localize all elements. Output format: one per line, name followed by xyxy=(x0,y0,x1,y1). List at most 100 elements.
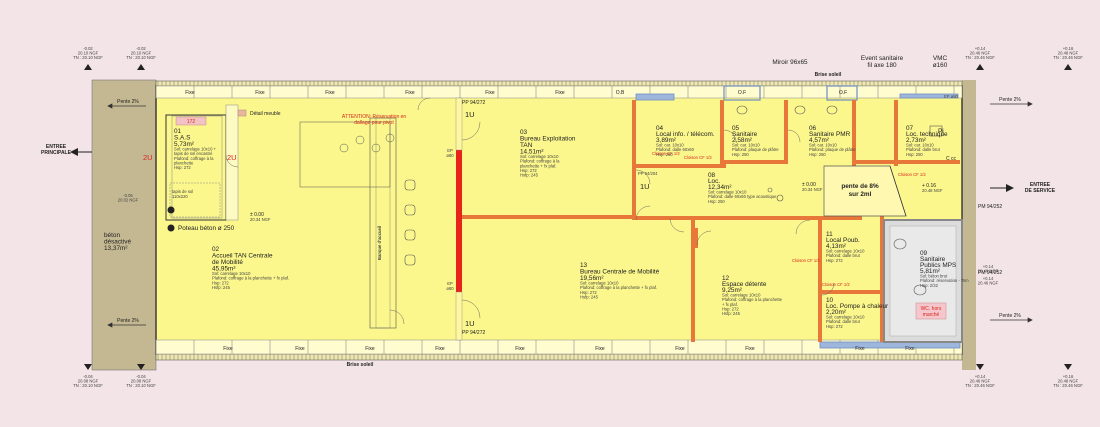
room-text-line: TAN xyxy=(520,142,533,149)
room-text-line: Loc. xyxy=(708,178,720,185)
level-markers xyxy=(84,64,1072,370)
room-text-line: Sol: car. 10x10 xyxy=(732,143,760,148)
room-text-line: Sol: carrelage 10x10 xyxy=(708,190,747,195)
room-text-line: 9,25m² xyxy=(722,287,742,294)
room-text-line: Sol: carrelage 10x10 xyxy=(826,315,865,320)
door-swings xyxy=(225,97,835,325)
room-text-line: Hsp: 272 xyxy=(826,258,843,263)
room-text-line: 11 xyxy=(826,231,833,238)
chair-symbols xyxy=(339,133,395,153)
service-entrance-arrow xyxy=(1006,184,1014,192)
room-text-line: 12 xyxy=(722,275,730,282)
tapis-de-sol xyxy=(169,182,221,218)
room-text-line: Hsp: 250 xyxy=(708,199,725,204)
room-text-line: Sol: carrelage 10x10 xyxy=(212,271,251,276)
wc-hors-marche-tag xyxy=(915,302,947,320)
room-text-line: Local info. / télécom. xyxy=(656,131,715,138)
window-label: Fixe xyxy=(595,346,605,352)
detail-meuble-swatch xyxy=(237,109,247,117)
cf4-label: Cloison CF 1/2 xyxy=(898,172,926,177)
room-text-line: Plafond: dalle brut xyxy=(826,319,861,324)
room-text-line: Sol: carrelage 10x10 xyxy=(580,281,619,286)
room-text-line: Hsp: 250 xyxy=(906,152,923,157)
room-text-line: 14,51m² xyxy=(520,149,543,156)
room-text-line: Sol: carrelage 10x10 xyxy=(826,249,865,254)
room-text-line: planchette + fx plaf. xyxy=(520,163,556,168)
room-text-line: Plafond: coffrage à la planchette + fx p… xyxy=(212,276,289,281)
room-text-line: Hsp: 250 xyxy=(732,152,749,157)
room-text-line: Hsp: 2/32 xyxy=(920,283,939,288)
room-text-line: Hsp: 272 xyxy=(580,290,597,295)
room-text-line: 3,89m² xyxy=(656,137,676,144)
room-text-line: Sol: carrelage 10x10 + xyxy=(174,147,217,152)
room-text-line: Hsfp: 245 xyxy=(520,173,539,178)
room-text-line: Plafond: coffrage à la planchette xyxy=(722,297,783,302)
room-text-line: 08 xyxy=(708,172,716,179)
room-text-line: 07 xyxy=(906,125,914,132)
room-172-label: 172 xyxy=(187,119,196,125)
room-text-line: 4,13m² xyxy=(826,243,846,250)
mirror-label: Miroir 96x65 xyxy=(772,59,808,66)
window-frame-blue-1 xyxy=(635,93,675,101)
ramp-diagonal xyxy=(889,165,907,217)
room-text-line: Hsp: 250 xyxy=(656,152,673,157)
pm-label: PM 94/252 xyxy=(978,204,1002,210)
room-text-line: Sanitaire xyxy=(920,256,946,263)
room-text-line: Plafond: coffrage à la xyxy=(520,159,560,164)
slope-left-bottom: Pente 2% xyxy=(117,318,139,324)
poteau-label: Poteau béton ø 250 xyxy=(178,225,235,232)
window-label: Fixe xyxy=(515,346,525,352)
room-text-line: Plafond: plaque de plâtre xyxy=(732,147,779,152)
cc-label: C cc xyxy=(946,156,957,162)
slope-left-top: Pente 2% xyxy=(117,99,139,105)
room-text-line: béton xyxy=(104,232,120,239)
slope-right-top: Pente 2% xyxy=(999,97,1021,103)
room-text-line: de Mobilité xyxy=(212,259,243,266)
room-text-line: Bureau Exploitation xyxy=(520,136,576,143)
room-text-line: Hsp: 272 xyxy=(212,280,229,285)
mark-1u-1: 1U xyxy=(465,110,475,119)
window-label: O.B xyxy=(616,90,625,96)
partitions xyxy=(462,100,960,342)
room-text-line: Publics MPS xyxy=(920,262,956,269)
room-text-line: Sol: car. 10x10 xyxy=(809,143,837,148)
room-text-line: Espace détente xyxy=(722,281,767,288)
poteau-1 xyxy=(167,206,175,214)
exterior-band-right xyxy=(962,80,976,370)
room-text-line: Sol: carrelage 10x10 xyxy=(722,293,761,298)
pp-top-label: PP 94/272 xyxy=(462,100,485,106)
room-text-line: 04 xyxy=(656,125,664,132)
window-label: Fixe xyxy=(185,90,195,96)
room-text-line: Plafond: dalle brut xyxy=(826,253,861,258)
room-01-sas xyxy=(165,114,227,221)
room-text-line: 4,57m² xyxy=(809,137,829,144)
ep3-label: EP ø80 xyxy=(944,94,959,99)
stools xyxy=(404,179,416,266)
cf5-label: Cloison CF 1/2 xyxy=(652,151,680,156)
cf2-label: Cloison CF 1/2 xyxy=(792,258,820,263)
sas-inner-frame xyxy=(171,115,223,219)
brise-soleil-hatch xyxy=(157,81,959,360)
brise-soleil-bottom-band xyxy=(155,353,963,361)
window-label: Fixe xyxy=(405,90,415,96)
banquette-label: Banque d'accueil xyxy=(377,226,382,260)
